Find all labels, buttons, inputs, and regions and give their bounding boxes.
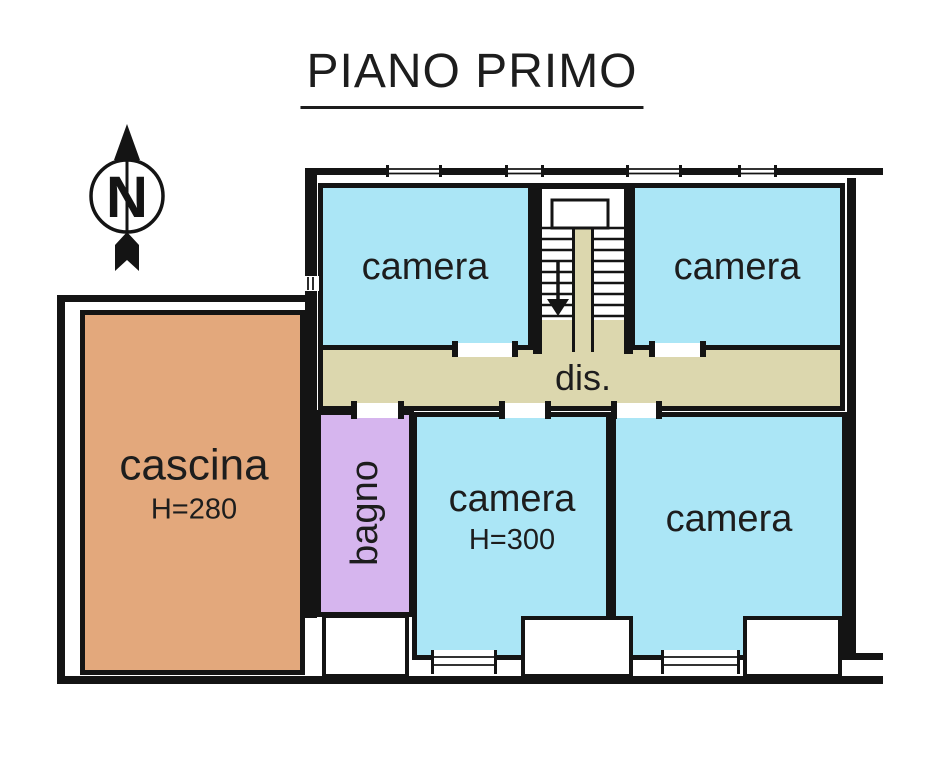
outer-walls <box>57 168 883 684</box>
door-jamb <box>351 401 357 419</box>
wall-bottom-right-step <box>847 653 883 660</box>
page-title: PIANO PRIMO <box>300 44 644 109</box>
stair-down-arrow <box>547 262 569 316</box>
door-bagno <box>357 403 398 418</box>
room-label-bagno: bagno <box>344 460 386 566</box>
bay-camera-bottom-middle <box>521 616 633 678</box>
wall-top <box>305 168 883 175</box>
door-jamb <box>452 341 458 357</box>
window-top-4 <box>738 165 777 177</box>
bay-bagno <box>322 614 409 678</box>
room-label-corridor: dis. <box>554 357 612 398</box>
window-top-1 <box>386 165 442 177</box>
wall-cascina-left <box>57 295 65 684</box>
cascina-height: H=280 <box>150 493 238 526</box>
windows-top-wall <box>303 165 777 291</box>
door-jamb <box>499 401 505 419</box>
room-cascina-floor <box>80 310 305 675</box>
wall-left-upper <box>305 168 317 276</box>
door-jamb <box>611 401 617 419</box>
staircase <box>542 198 624 352</box>
wall-right <box>847 178 856 660</box>
door-jamb <box>545 401 551 419</box>
room-camera-top-left-floor <box>318 183 533 352</box>
window-top-3 <box>626 165 682 177</box>
compass-fletching <box>115 232 139 271</box>
compass: N <box>89 124 165 271</box>
stair-divider <box>575 228 591 352</box>
stair-divider-edge <box>572 226 575 352</box>
door-camera-top-left <box>458 343 512 357</box>
wall-bottom-cameras-divider <box>606 412 613 618</box>
door-jamb <box>398 401 404 419</box>
room-camera-top-right-floor <box>630 183 845 352</box>
stair-top-landing <box>550 198 610 230</box>
room-label-camera-bottom-middle: camera H=300 <box>449 478 576 558</box>
wall-stairwell-right <box>624 183 633 354</box>
wall-stairwell-top <box>533 183 633 189</box>
door-jamb <box>700 341 706 357</box>
compass-north-label: N <box>106 165 148 230</box>
door-camera-bottom-right <box>617 403 656 418</box>
room-label-camera-top-right: camera <box>673 246 801 288</box>
wall-stairwell-left <box>533 183 542 354</box>
door-openings <box>351 341 706 419</box>
door-jamb <box>649 341 655 357</box>
camera-bottom-middle-height: H=300 <box>468 523 556 556</box>
room-fills <box>80 183 847 675</box>
wall-cascina-top <box>57 295 305 302</box>
room-label-cascina: cascina H=280 <box>119 441 268 528</box>
door-camera-bottom-middle <box>505 403 545 418</box>
compass-arrowhead <box>114 124 140 160</box>
window-bottom-right <box>661 650 740 674</box>
window-top-2 <box>505 165 544 177</box>
door-camera-top-right <box>655 343 700 357</box>
window-left-wall <box>303 276 319 291</box>
stair-steps <box>542 226 624 318</box>
window-bottom-middle <box>431 650 497 674</box>
door-jamb <box>656 401 662 419</box>
window-bays <box>322 614 842 678</box>
room-bagno-floor <box>316 410 414 617</box>
camera-bottom-middle-name: camera <box>448 478 576 521</box>
bay-camera-bottom-right <box>743 616 842 678</box>
room-label-camera-top-left: camera <box>361 246 489 288</box>
room-label-camera-bottom-right: camera <box>665 498 793 540</box>
cascina-name: cascina <box>119 440 269 490</box>
stair-divider-edge <box>591 226 594 352</box>
corridor-floor <box>318 345 845 411</box>
wall-left-mid <box>305 291 317 618</box>
door-jamb <box>512 341 518 357</box>
wall-bottom <box>57 676 883 684</box>
